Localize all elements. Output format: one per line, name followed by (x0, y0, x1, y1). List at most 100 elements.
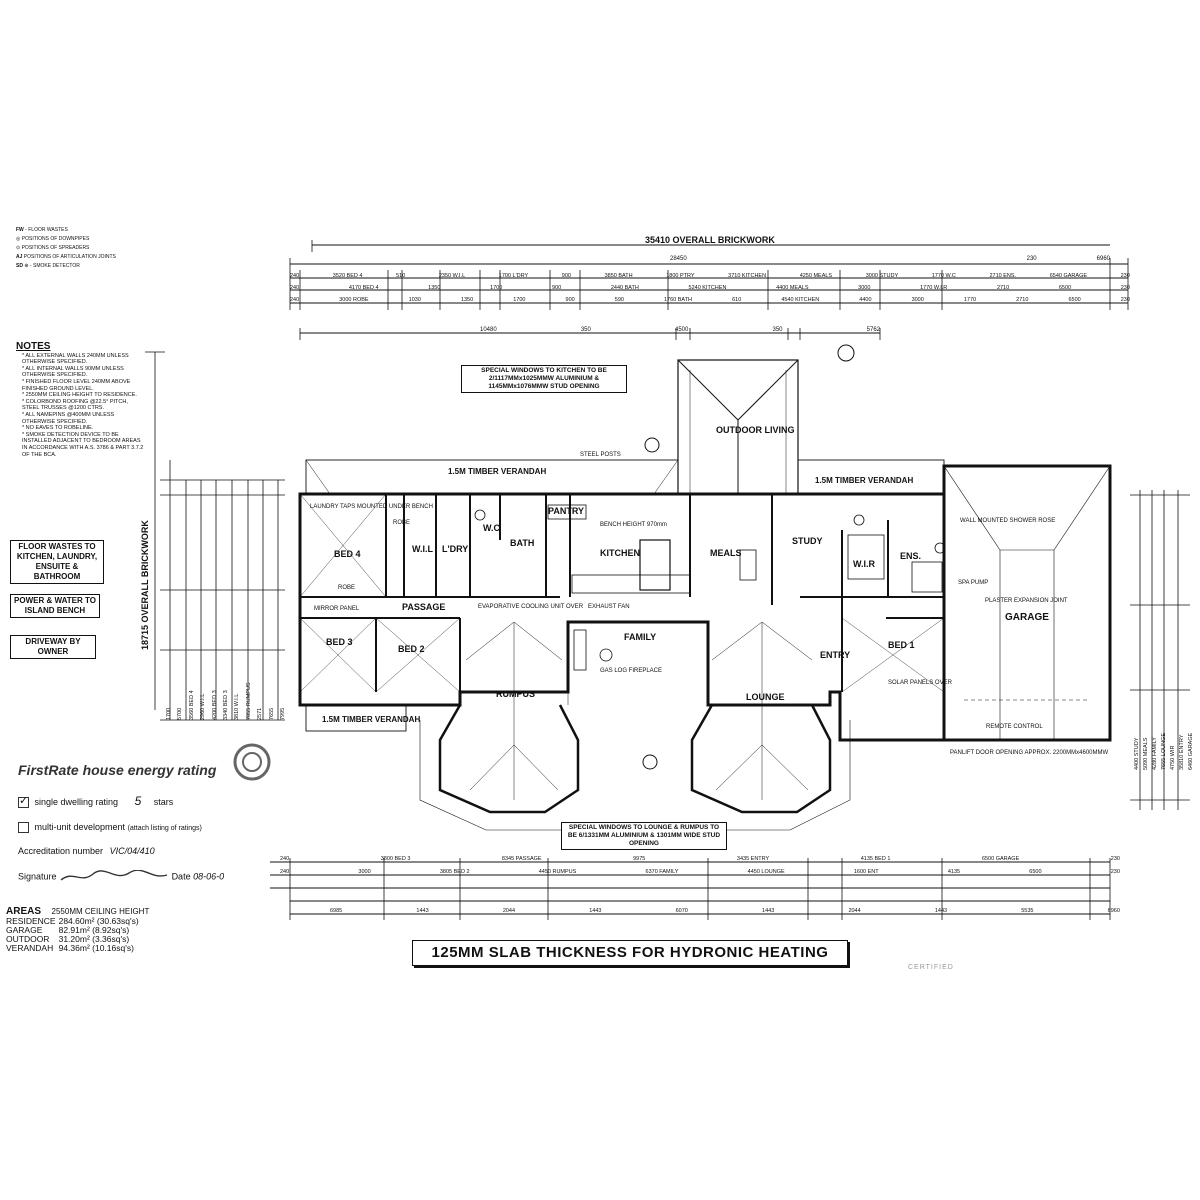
dim-text: 6540 GARAGE (1049, 273, 1088, 279)
rumpus-bay (438, 704, 580, 814)
gas-log-label: GAS LOG FIREPLACE (600, 668, 662, 674)
left-vert-dims: 1700 5700 3560 BED 4 2960 W.I.L 4200 BED… (166, 500, 286, 720)
garage-outline (942, 464, 1112, 742)
note-item: COLORBOND ROOFING @22.5° PITCH, STEEL TR… (22, 399, 146, 412)
legend-label: SMOKE DETECTOR (33, 263, 80, 269)
dim-text: 3710 KITCHEN (728, 273, 767, 279)
verandah-top-label: 1.5M TIMBER VERANDAH (448, 467, 546, 476)
dim-text: 1443 (934, 908, 948, 914)
plaster-joint-label: PLASTER EXPANSION JOINT (985, 598, 1068, 604)
note-item: FINISHED FLOOR LEVEL 240MM ABOVE FINISHE… (22, 379, 146, 392)
note-item: SMOKE DETECTION DEVICE TO BE INSTALLED A… (22, 432, 146, 458)
dim-text: 240 (290, 297, 300, 303)
legend-code: AJ (16, 254, 23, 260)
vdim: 2571 (257, 707, 264, 720)
dim-text: 4170 BED 4 (348, 285, 379, 291)
room-wc: W.C (483, 523, 500, 533)
panlift-label: PANLIFT DOOR OPENING APPROX. 2200MMx4600… (950, 750, 1108, 756)
dim-text: 1760 BATH (664, 297, 693, 303)
dim-text: 4135 BED 1 (860, 856, 891, 862)
room-family: FAMILY (624, 632, 656, 642)
vdim: 4280 FAMILY (1152, 737, 1158, 770)
note-item: ALL EXTERNAL WALLS 240MM UNLESS OTHERWIS… (22, 353, 146, 366)
room-wil: W.I.L (412, 544, 433, 554)
lounge-bay (690, 704, 832, 814)
dim-text: 6070 (675, 908, 688, 914)
dim-text: 6500 GARAGE (981, 856, 1020, 862)
dim-text: 2710 ENS. (989, 273, 1017, 279)
firstrate-seal-icon (233, 743, 271, 781)
bottom-dims-row3: 6985 1443 2044 1443 6070 1443 2044 1443 … (330, 908, 1120, 914)
vdim: 1700 (166, 707, 172, 720)
spa-label: SPA PUMP (958, 580, 988, 586)
ceiling-height: 2550MM CEILING HEIGHT (51, 907, 150, 916)
dim-text: 5535 (1021, 908, 1034, 914)
single-dwelling-checkbox[interactable]: ✓ (18, 795, 29, 809)
dim-text: 4400 (859, 297, 872, 303)
room-passage: PASSAGE (402, 602, 445, 612)
room-robe: ROBE (338, 585, 355, 591)
dim-text: 3805 BED 2 (439, 869, 470, 875)
dim-text: 9975 (633, 856, 646, 862)
overall-brickwork: 35410 OVERALL BRICKWORK (645, 235, 775, 245)
area-value: 31.20m² (3.36sq's) (58, 934, 130, 944)
dim-text: 1700 (513, 297, 526, 303)
legend-label: POSITIONS OF ARTICULATION JOINTS (23, 254, 116, 260)
dim-text: 1030 (408, 297, 421, 303)
vdim: 4200 BED 3 (211, 690, 218, 720)
multi-unit-checkbox[interactable] (18, 822, 29, 834)
dim-text: 4250 MEALS (799, 273, 833, 279)
bottom-dims-row2: 240 3000 3805 BED 2 4450 RUMPUS 6370 FAM… (280, 869, 1120, 875)
room-bed4: BED 4 (334, 549, 361, 559)
dim-text: 590 (614, 297, 624, 303)
dim-text: 1770 W.C (931, 273, 956, 279)
area-value: 82.91m² (8.92sq's) (58, 925, 130, 935)
dim-text: 4400 MEALS (776, 285, 809, 291)
vdim: 4400 STUDY (1134, 737, 1140, 770)
dim-text: 6500 (1058, 285, 1072, 291)
area-name: OUTDOOR (6, 934, 50, 944)
bottom-dims-row1: 240 3800 BED 3 8345 PASSAGE 9975 3435 EN… (280, 856, 1120, 862)
dim-text: 350 (580, 327, 591, 333)
area-name: VERANDAH (6, 943, 54, 953)
dim-text: 1443 (416, 908, 429, 914)
dim-text: 3435 ENTRY (736, 856, 770, 862)
legend-label: POSITIONS OF SPREADERS (21, 245, 90, 251)
dim-text: 900 (561, 273, 571, 279)
vdim: 2960 W.I.L (200, 693, 207, 720)
legend-label: POSITIONS OF DOWNPIPES (21, 236, 90, 242)
dim-text: 4540 KITCHEN (781, 297, 820, 303)
dim-text: 3000 (358, 869, 371, 875)
dim-text: 2710 (1016, 297, 1029, 303)
dim-text: 8345 PASSAGE (501, 856, 542, 862)
dim-text: 6500 (1029, 869, 1042, 875)
dim-text: 230 (1120, 285, 1130, 291)
area-name: RESIDENCE (6, 916, 56, 926)
single-dwelling-value: 5 (134, 794, 142, 808)
dim-text: 1700 L'DRY (498, 273, 529, 279)
room-study: STUDY (792, 536, 823, 546)
room-wir: W.I.R (853, 559, 875, 569)
room-kitchen: KITCHEN (600, 548, 640, 558)
note-item: NO EAVES TO ROBELINE. (22, 425, 146, 432)
vdim: 7655 (268, 707, 275, 720)
vdim: 3340 BED 3 (222, 690, 229, 720)
signature-row: Signature Date 08-06-0 (18, 869, 224, 884)
vdim: 5700 (177, 707, 184, 720)
single-dwelling-label: single dwelling rating (34, 797, 119, 807)
dim-text: 6985 (330, 908, 343, 914)
dim-text: 230 (1110, 869, 1120, 875)
legend-code: FW (16, 227, 24, 233)
side-brickwork: 18715 OVERALL BRICKWORK (140, 520, 150, 650)
bench-label: BENCH HEIGHT 970mm (600, 522, 667, 528)
verandah-bottom (305, 704, 407, 732)
firstrate-title: FirstRate house energy rating (18, 762, 217, 778)
multi-unit-note: (attach listing of ratings) (127, 825, 202, 832)
note-item: 2550MM CEILING HEIGHT TO RESIDENCE. (22, 392, 146, 399)
dim-text: 5240 KITCHEN (688, 285, 727, 291)
room-garage: GARAGE (1005, 612, 1049, 623)
